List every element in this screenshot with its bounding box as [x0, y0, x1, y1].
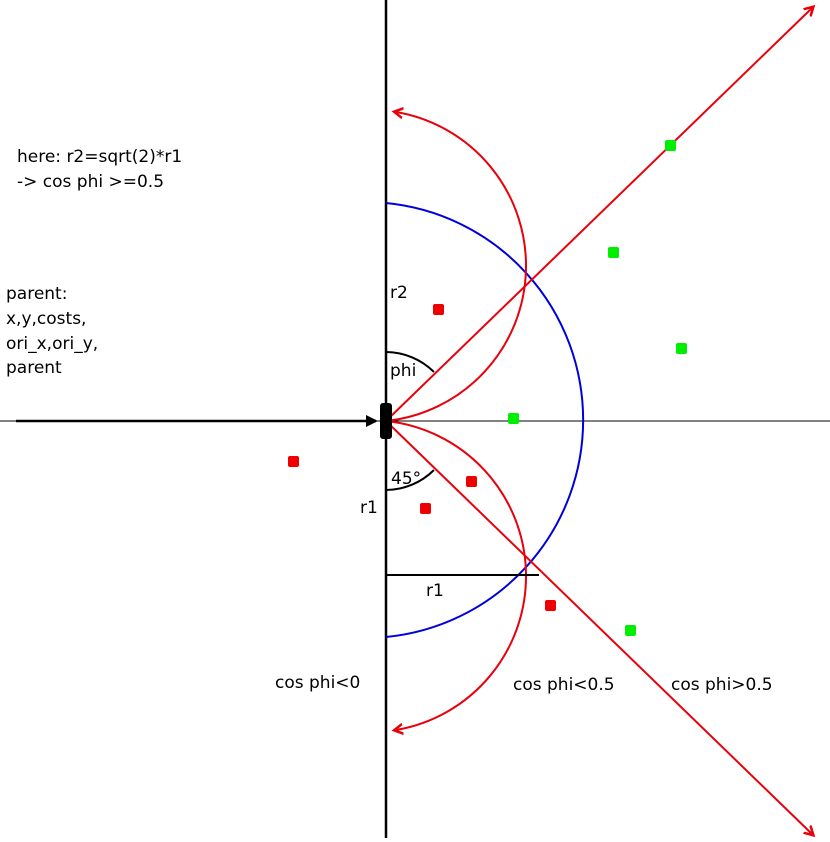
- green-point: [508, 413, 519, 424]
- cos-phi-lt-05-label: cos phi<0.5: [513, 675, 615, 695]
- red-point: [420, 503, 431, 514]
- cos-phi-gt-05-label: cos phi>0.5: [671, 675, 773, 695]
- parent-line-3: ori_x,ori_y,: [6, 334, 98, 354]
- red-points: [288, 304, 556, 611]
- phi-angle-arc: [385, 351, 435, 373]
- green-point: [676, 343, 687, 354]
- red-point: [288, 456, 299, 467]
- red-point: [466, 476, 477, 487]
- r2-label: r2: [390, 283, 408, 303]
- phi-label: phi: [390, 361, 416, 381]
- red-arc-top: [385, 112, 527, 422]
- angle-45-label: 45°: [391, 469, 421, 489]
- r2-arc: [385, 202, 585, 638]
- cos-phi-lt-0-label: cos phi<0: [275, 673, 360, 693]
- angle-45-arc: [385, 469, 435, 491]
- r1-vertical-label: r1: [360, 498, 378, 518]
- green-points: [508, 140, 687, 636]
- parent-line-4: parent: [6, 358, 62, 378]
- red-point: [433, 304, 444, 315]
- ray-lower: [385, 420, 812, 834]
- r1-horizontal-label: r1: [426, 581, 444, 601]
- parent-line-2: x,y,costs,: [6, 309, 86, 329]
- red-point: [545, 600, 556, 611]
- parent-line-1: parent:: [6, 284, 67, 304]
- red-arc-bottom: [385, 420, 527, 730]
- green-point: [625, 625, 636, 636]
- note-line-2: -> cos phi >=0.5: [17, 172, 164, 192]
- note-line-1: here: r2=sqrt(2)*r1: [17, 147, 182, 167]
- origin-node: [380, 403, 392, 439]
- green-point: [608, 247, 619, 258]
- green-point: [665, 140, 676, 151]
- ray-upper: [385, 8, 812, 422]
